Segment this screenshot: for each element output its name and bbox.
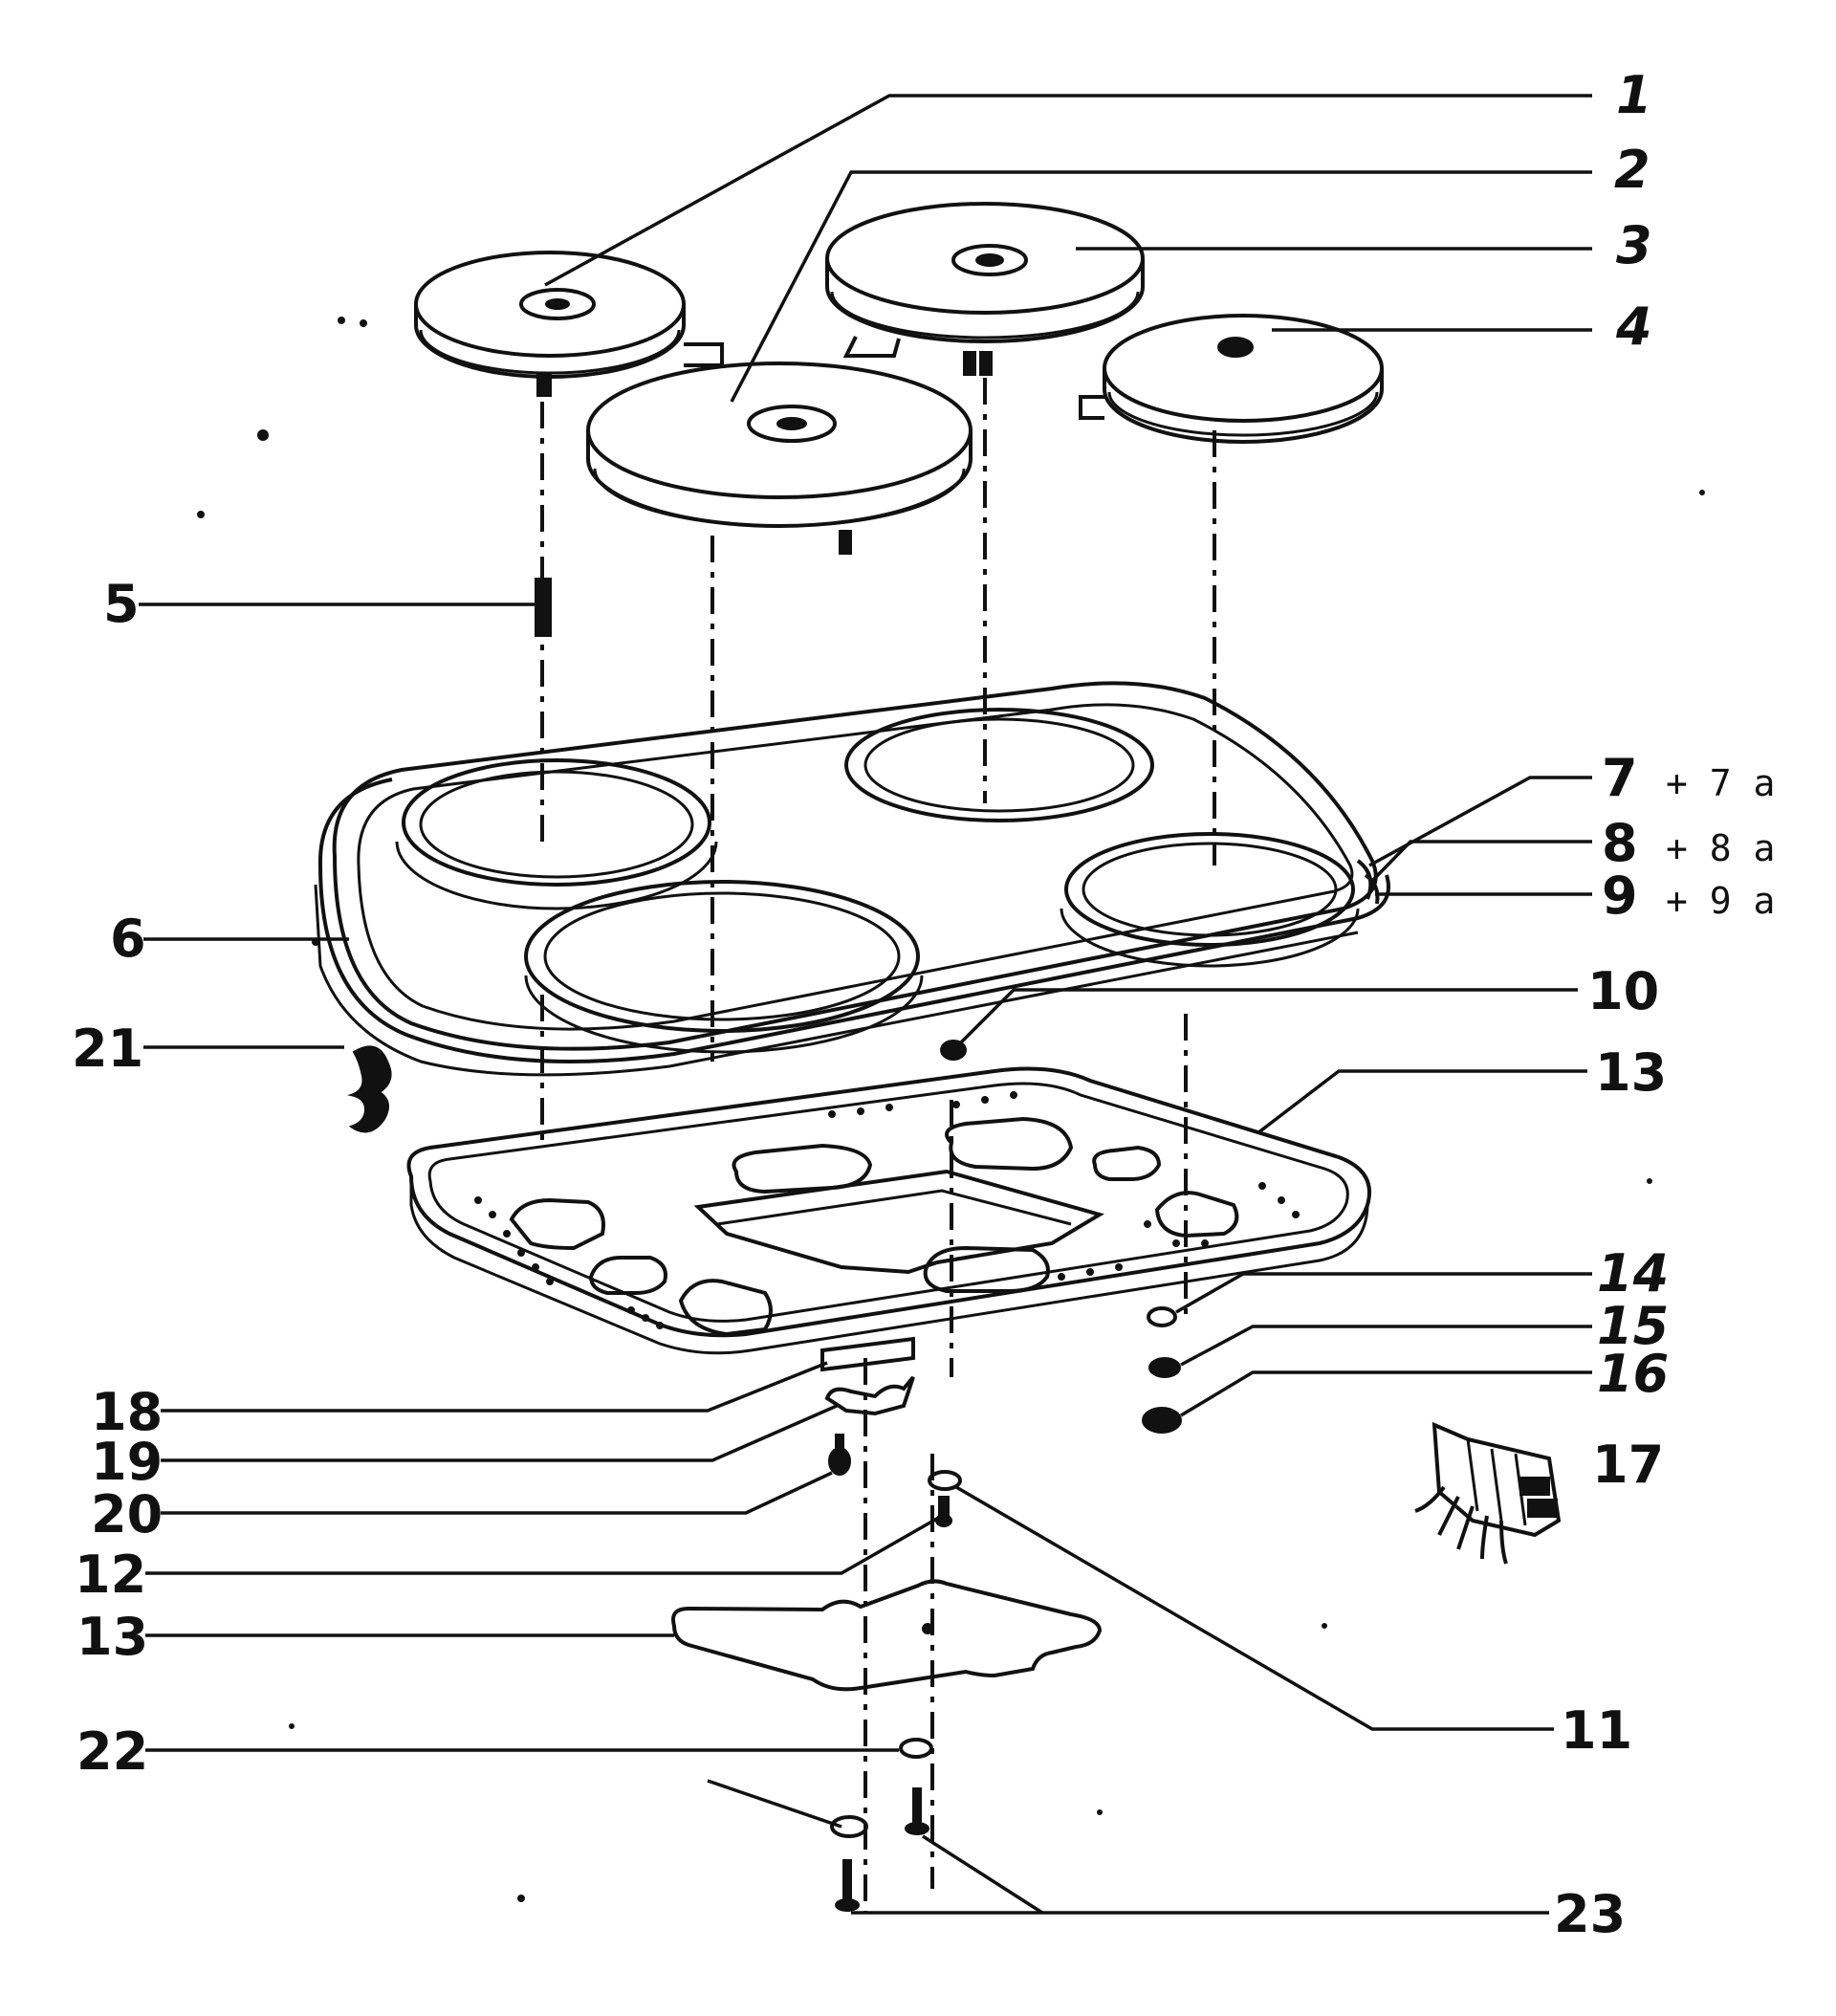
part-14-washer: [1147, 1306, 1177, 1327]
callout-8-suffix: + 8 a: [1666, 827, 1775, 869]
callout-13-upper: 13: [1595, 1042, 1667, 1103]
part-19-clamp: [824, 1375, 915, 1416]
part-11-washer: [928, 1470, 962, 1491]
callout-4: 4: [1615, 296, 1652, 357]
part-20-screw: [828, 1434, 851, 1476]
hotplate-4: [1079, 314, 1384, 444]
leader-lines: [139, 94, 1592, 1915]
callout-21: 21: [72, 1019, 143, 1079]
callout-19: 19: [91, 1432, 163, 1492]
callout-11: 11: [1561, 1700, 1632, 1761]
plate-13-hole: [922, 1623, 933, 1634]
callout-16: 16: [1597, 1344, 1669, 1404]
callout-7-suffix: + 7 a: [1666, 762, 1775, 804]
callout-15: 15: [1597, 1296, 1669, 1356]
scan-specks: [197, 317, 1705, 1902]
part-16-nut: [1142, 1407, 1182, 1434]
assembly-axes: [540, 378, 1216, 1913]
part-23-screw-a: [905, 1787, 929, 1835]
callout-20: 20: [91, 1484, 163, 1545]
part-10-nut: [940, 1040, 967, 1061]
callout-22: 22: [76, 1721, 148, 1782]
part-23-screw-b: [835, 1859, 860, 1912]
part-18-bracket: [820, 1336, 915, 1372]
callout-1: 1: [1616, 65, 1652, 125]
plate-13-lower: [671, 1579, 1103, 1692]
callout-17: 17: [1592, 1435, 1664, 1495]
callout-5: 5: [103, 574, 140, 634]
hotplate-3: [825, 202, 1145, 376]
callout-9-suffix: + 9 a: [1666, 880, 1775, 922]
callout-6: 6: [110, 909, 146, 969]
callout-8: 8: [1602, 813, 1638, 873]
part-21-clip: [347, 1045, 392, 1133]
part-22-washer-a: [899, 1738, 933, 1759]
callout-3: 3: [1616, 215, 1652, 275]
callout-13-lower: 13: [76, 1607, 148, 1667]
part-15-washer: [1148, 1357, 1181, 1378]
callout-23: 23: [1554, 1884, 1626, 1944]
callout-9: 9: [1602, 866, 1638, 926]
part-12-screw: [935, 1496, 952, 1527]
hotplate-2: [586, 362, 973, 555]
callout-7: 7: [1602, 748, 1638, 808]
callout-10: 10: [1587, 961, 1659, 1021]
part-17-terminal-block: [1414, 1421, 1562, 1565]
callout-14: 14: [1597, 1243, 1669, 1304]
hob-top-6: [314, 681, 1390, 1077]
callout-18: 18: [91, 1382, 163, 1442]
callout-12: 12: [75, 1545, 146, 1605]
callout-labels: 1 2 3 4 5 6 7 + 7 a 8 + 8 a 9 + 9 a 10 2…: [72, 65, 1775, 1944]
callout-2: 2: [1614, 140, 1650, 200]
hotplate-1: [414, 251, 724, 397]
part-22-washer-b: [830, 1815, 868, 1838]
base-tray-13: [406, 1066, 1371, 1355]
